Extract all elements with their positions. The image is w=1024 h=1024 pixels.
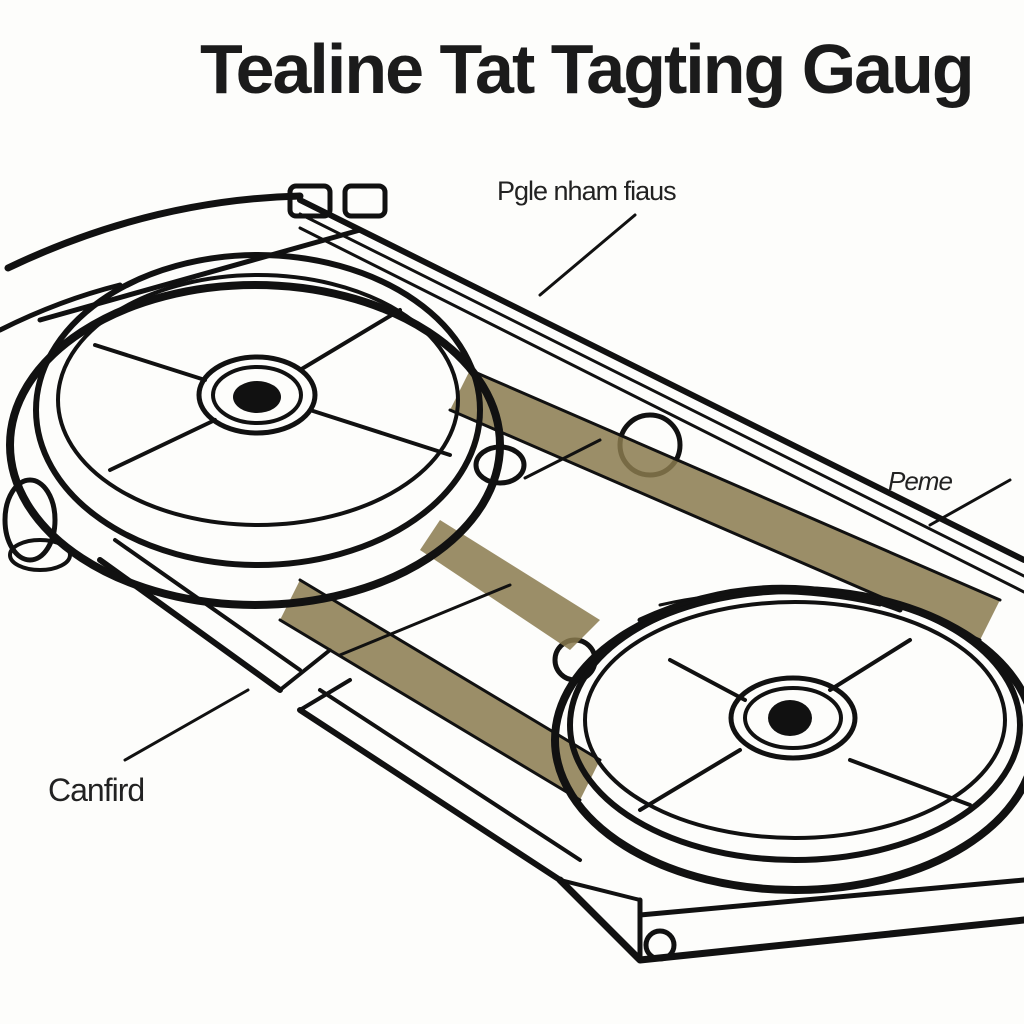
right-pulley <box>551 584 1024 894</box>
diagram-title: Tealine Tat Tagting Gaug <box>200 30 975 108</box>
left-pulley <box>6 252 504 609</box>
callout-label-left: Canfird <box>48 772 145 808</box>
leader-lines <box>123 213 1012 762</box>
callout-label-top: Pgle nham fiaus <box>497 176 677 206</box>
callout-label-right: Peme <box>888 466 953 496</box>
frame <box>0 183 1024 964</box>
